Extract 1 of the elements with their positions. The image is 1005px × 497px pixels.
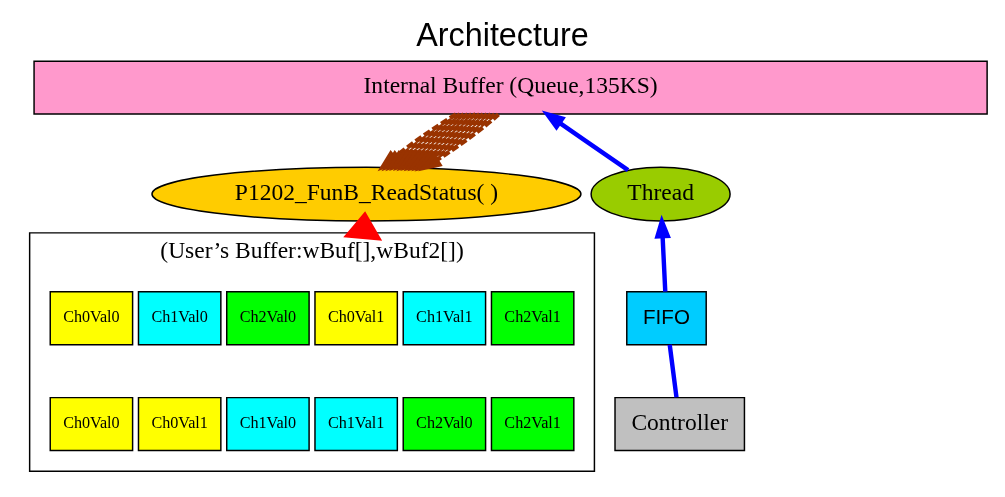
diagram-title: Architecture [416, 16, 589, 53]
